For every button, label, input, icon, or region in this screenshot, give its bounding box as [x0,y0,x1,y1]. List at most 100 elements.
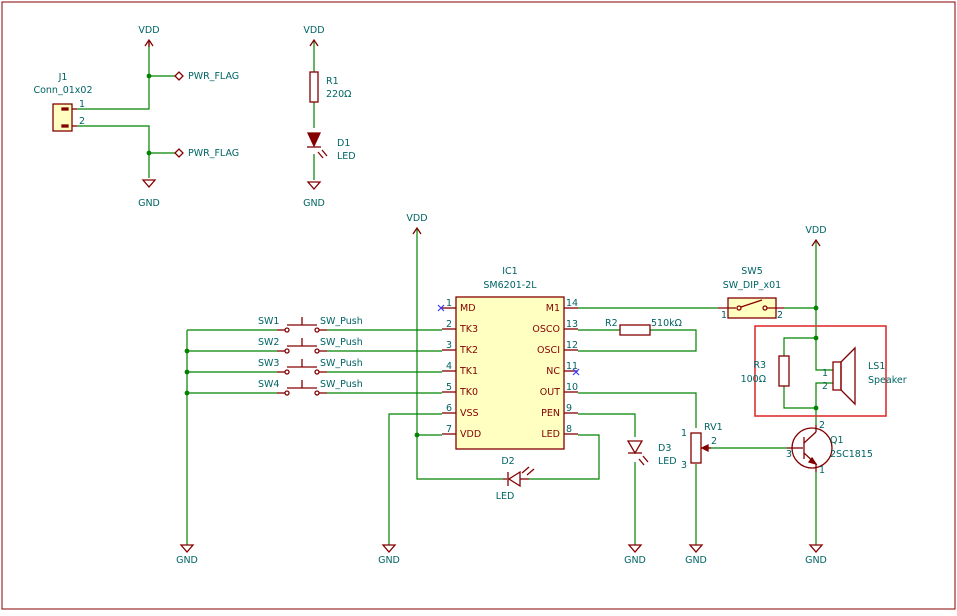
switch-sw4[interactable]: SW4 SW_Push [258,379,363,396]
ic1-pin-number: 9 [566,403,572,414]
switch-sw3[interactable]: SW3 SW_Push [258,358,363,375]
wire-pen-d3 [578,413,636,437]
wire-ls1-pin2 [815,382,833,425]
ic1-pin-number: 14 [566,298,578,309]
q1-ref: Q1 [830,435,844,446]
wire-vdd-ic [416,228,503,480]
ic1-pin-name: TK0 [459,387,478,398]
wire-d2-led [529,434,600,480]
sw3-value: SW_Push [320,358,363,369]
led-d2[interactable]: D2 LED [496,456,535,502]
resistor-r1[interactable]: R1 220Ω [309,71,351,103]
q1-pin2: 2 [819,420,825,431]
j1-pin2: 2 [79,116,85,127]
junction [146,150,152,156]
gnd-symbol: GND [303,181,325,209]
j1-ref: J1 [58,72,68,83]
ls1-ref: LS1 [868,361,885,372]
vdd-symbol: VDD [303,25,325,47]
junction [414,432,420,438]
ic1-pin-name: VSS [460,408,479,419]
resistor-r3[interactable]: R3 100Ω [741,355,790,387]
gnd-label: GND [378,555,400,566]
no-connect-md [437,304,445,312]
junction [813,305,819,311]
sw4-value: SW_Push [320,379,363,390]
pwr-flag-symbol: PWR_FLAG [174,71,239,82]
switch-sw2[interactable]: SW2 SW_Push [258,337,363,354]
ic1-pin-number: 4 [446,361,452,372]
speaker-ls1[interactable]: 1 2 LS1 Speaker [822,346,907,406]
junction [184,369,190,375]
r1-ref: R1 [326,76,339,87]
ic1-pin-name: OSCO [532,324,560,335]
sw5-value: SW_DIP_x01 [723,280,781,291]
r1-value: 220Ω [326,89,351,100]
ic1-pin-name: TK2 [459,345,478,356]
switch-sw1[interactable]: SW1 SW_Push [258,316,363,333]
switch-sw5[interactable]: SW5 SW_DIP_x01 1 2 [718,266,784,321]
d2-value: LED [496,491,515,502]
vdd-symbol: VDD [138,25,160,47]
gnd-symbol: GND [176,544,198,566]
gnd-symbol: GND [624,544,646,566]
j1-pin-mark [61,107,69,111]
junction [184,390,190,396]
ic1-pin-number: 5 [446,382,452,393]
rv1-pin2: 2 [711,436,717,447]
ic1-pin-number: 2 [446,319,452,330]
transistor-q1[interactable]: Q1 2SC1815 2 3 1 [786,420,873,476]
j1-value: Conn_01x02 [33,85,92,96]
ic1-pin-name: MD [460,303,476,314]
ic1-pin-name: OSCI [537,345,560,356]
ic1-pin-number: 13 [566,319,578,330]
highlight-box [754,325,887,417]
ic1-pin-name: TK3 [459,324,478,335]
rv1-ref: RV1 [704,422,723,433]
d1-value: LED [337,151,356,162]
gnd-label: GND [303,198,325,209]
sw1-value: SW_Push [320,316,363,327]
ls1-pin2: 2 [822,381,828,392]
gnd-label: GND [805,555,827,566]
junction [146,73,152,79]
pwr-flag-symbol: PWR_FLAG [174,148,239,159]
ic1-ref: IC1 [502,266,517,277]
vdd-label: VDD [303,25,324,36]
ic1-pin-number: 8 [566,424,572,435]
wires [77,40,833,545]
sw1-ref: SW1 [258,316,279,327]
j1-body [52,103,73,132]
wire-vss-gnd [388,413,442,545]
wire-r3-bottom [783,386,816,409]
ic1-pin-number: 12 [566,340,578,351]
d3-value: LED [658,456,677,467]
ic1-body [455,296,565,450]
ic1-pin-name: PEN [541,408,560,419]
vdd-symbol: VDD [406,213,428,235]
wire-out-rv1 [578,392,697,428]
ls1-pin1: 1 [822,368,828,379]
r2-ref: R2 [605,318,618,329]
gnd-label: GND [176,555,198,566]
resistor-r2[interactable]: R2 510kΩ [605,318,682,336]
r2-value: 510kΩ [651,318,682,329]
connector-j1[interactable]: J1 Conn_01x02 1 2 [33,72,93,132]
ic1-pin-number: 6 [446,403,452,414]
gnd-symbol: GND [378,544,400,566]
potentiometer-rv1[interactable]: RV1 1 2 3 [681,422,723,471]
q1-pin1: 1 [819,465,825,476]
led-d3[interactable]: D3 LED [626,440,677,467]
ic1-value: SM6201-2L [483,280,537,291]
gnd-symbol: GND [138,179,160,209]
ic1-pin-name: M1 [546,303,560,314]
q1-value: 2SC1815 [830,449,873,460]
junctions [146,73,819,438]
wire-r2-osci [578,329,697,352]
led-d1[interactable]: D1 LED [306,132,356,162]
